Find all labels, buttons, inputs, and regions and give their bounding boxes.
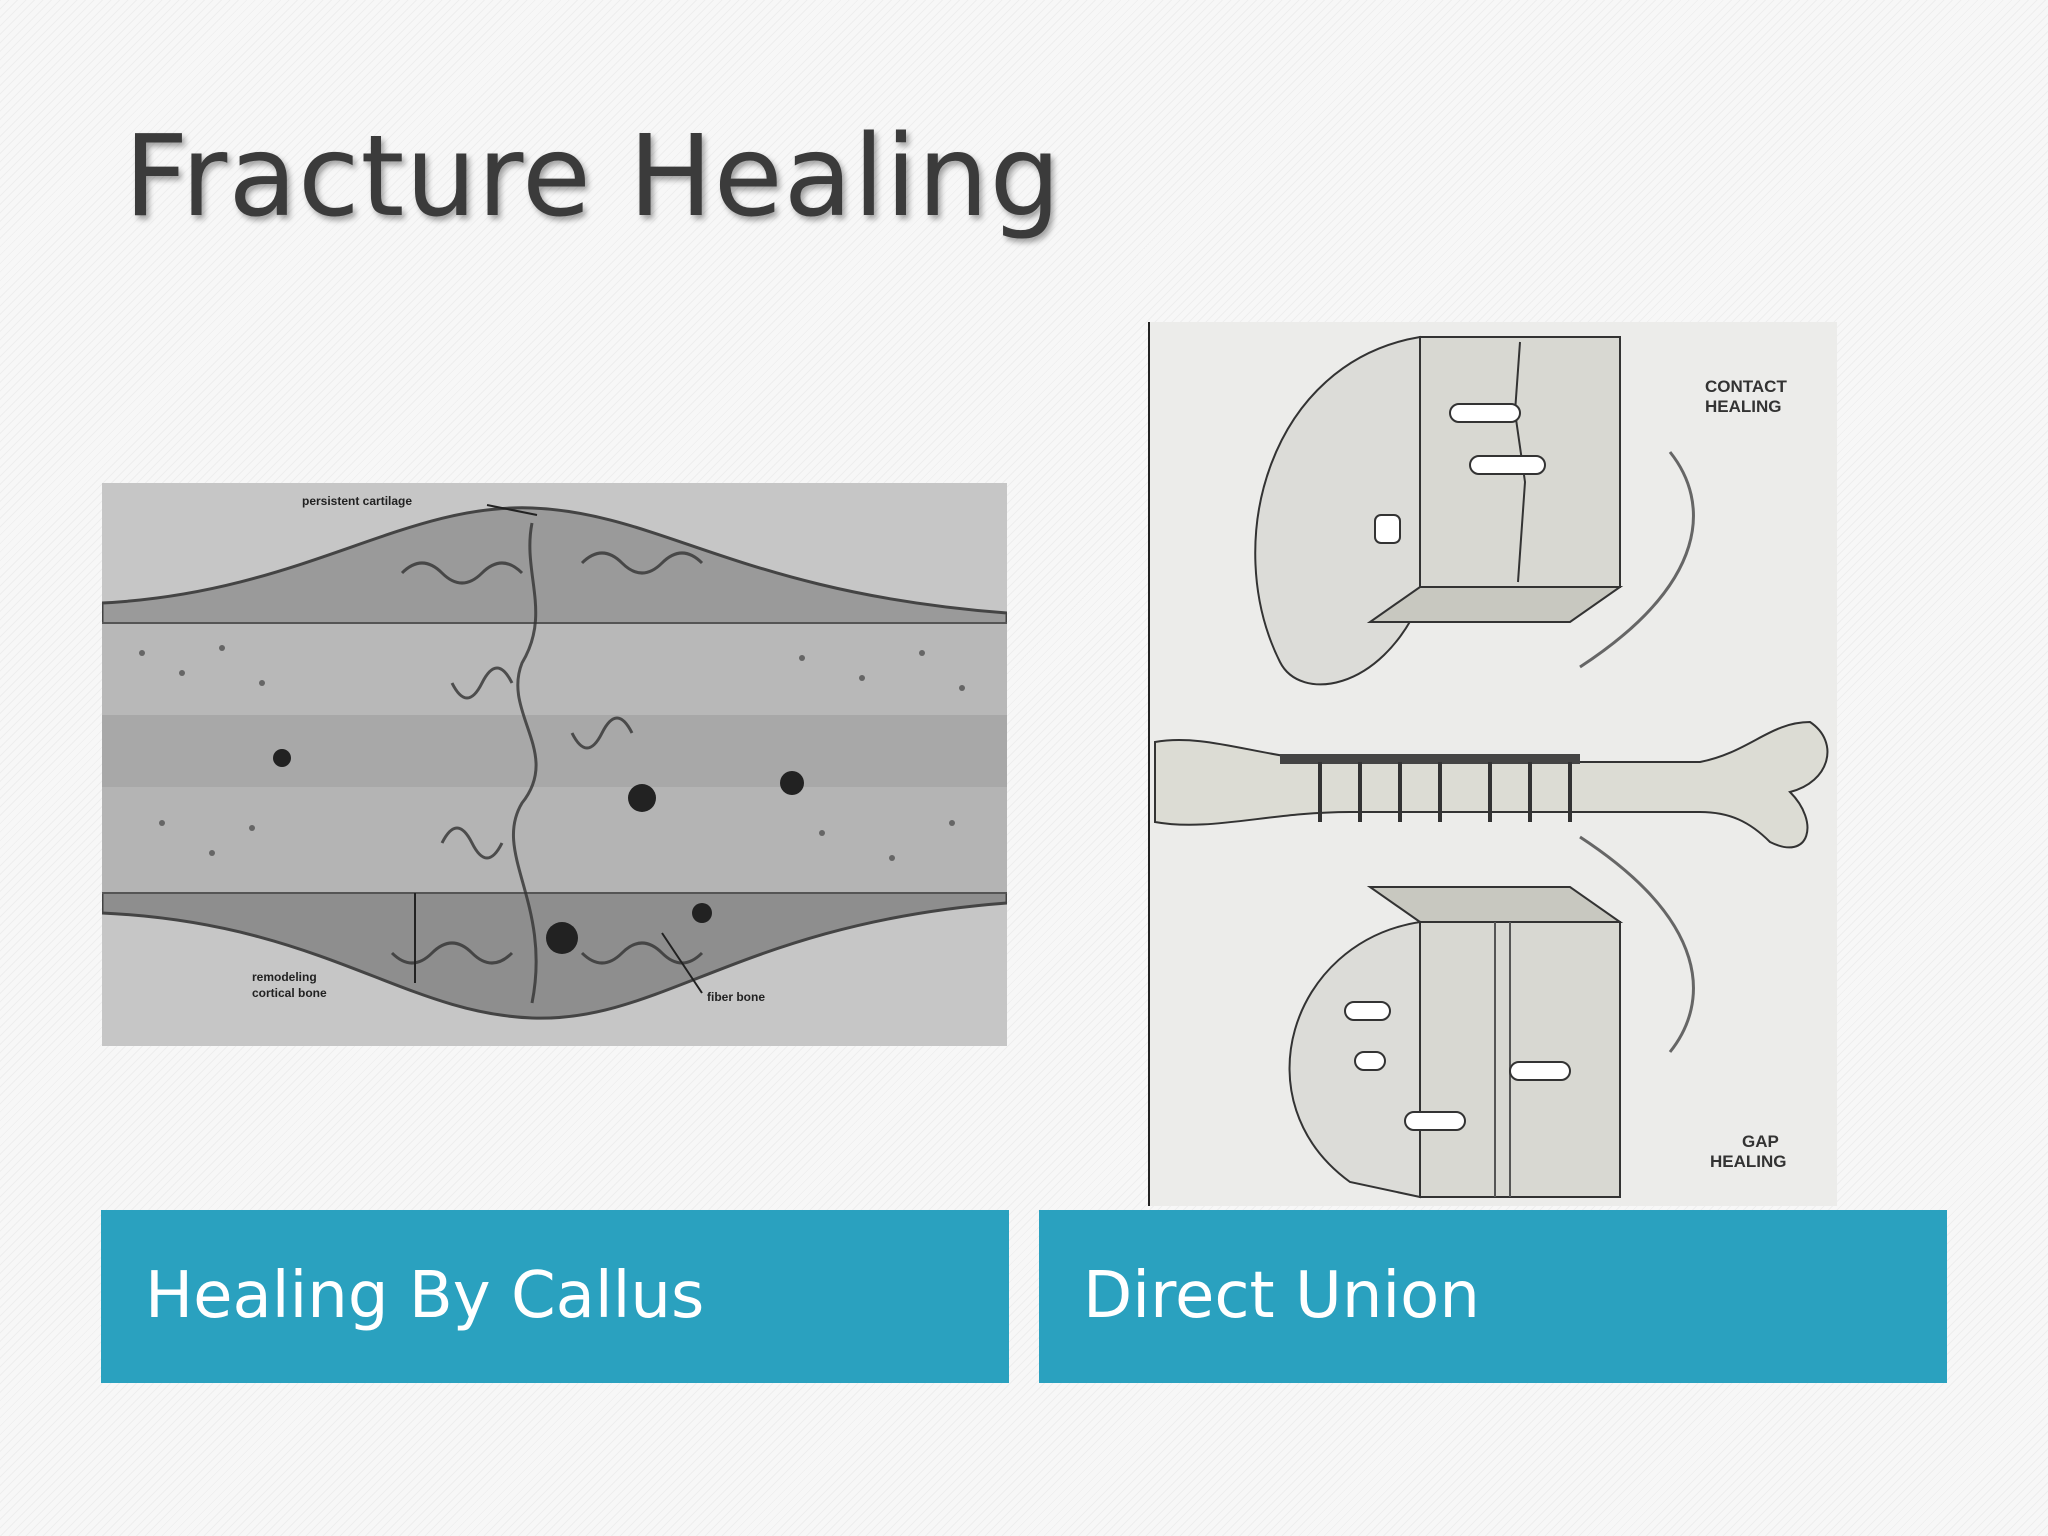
slide-title: Fracture Healing <box>124 112 1062 242</box>
label-contact-line1: CONTACT <box>1705 377 1787 396</box>
callus-healing-image: persistent cartilage remodeling cortical… <box>102 483 1007 1046</box>
label-fiber-bone: fiber bone <box>707 990 765 1004</box>
label-gap-line1: GAP <box>1742 1132 1779 1151</box>
callus-illustration: persistent cartilage remodeling cortical… <box>102 483 1007 1046</box>
direct-union-image: CONTACT HEALING GAP HEALING <box>1148 322 1837 1206</box>
direct-union-illustration: CONTACT HEALING GAP HEALING <box>1150 322 1837 1206</box>
label-persistent-cartilage: persistent cartilage <box>302 494 412 508</box>
caption-healing-by-callus: Healing By Callus <box>101 1210 1009 1383</box>
label-gap-line2: HEALING <box>1710 1152 1787 1171</box>
label-remodeling-line2: cortical bone <box>252 986 327 1000</box>
label-contact-line2: HEALING <box>1705 397 1782 416</box>
caption-direct-union: Direct Union <box>1039 1210 1947 1383</box>
label-remodeling-line1: remodeling <box>252 970 317 984</box>
